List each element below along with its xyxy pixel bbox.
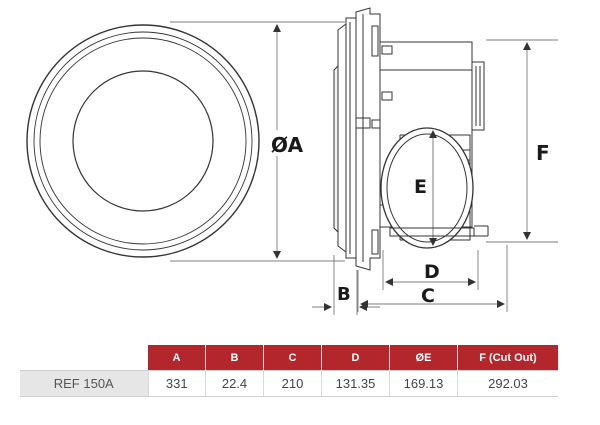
spec-row-label: REF 150A bbox=[20, 370, 149, 397]
spec-header-f: F (Cut Out) bbox=[457, 345, 558, 371]
flange bbox=[355, 7, 381, 271]
outer-rim bbox=[26, 24, 260, 258]
label-f: F bbox=[536, 141, 550, 165]
spec-value-f: 292.03 bbox=[457, 370, 558, 397]
side-view bbox=[333, 7, 489, 271]
label-dia-a: ØA bbox=[271, 133, 304, 157]
spec-header-d: D bbox=[321, 345, 390, 371]
label-e: E bbox=[414, 176, 427, 198]
table-row: REF 150A 331 22.4 210 131.35 169.13 292.… bbox=[20, 370, 558, 397]
spec-header-c: C bbox=[263, 345, 322, 371]
motor-block bbox=[471, 61, 485, 131]
dimension-d bbox=[382, 250, 479, 290]
technical-drawing: ØA bbox=[26, 7, 558, 315]
rim-ring-2 bbox=[33, 31, 253, 251]
dimension-a bbox=[170, 21, 345, 262]
spec-header-row: A B C D ØE F (Cut Out) bbox=[20, 345, 558, 371]
spec-value-e: 169.13 bbox=[389, 370, 458, 397]
spec-value-d: 131.35 bbox=[321, 370, 390, 397]
spec-header-e: ØE bbox=[389, 345, 458, 371]
dimension-f bbox=[486, 39, 558, 243]
dimension-b bbox=[312, 255, 380, 315]
front-view bbox=[26, 24, 260, 258]
spec-header-a: A bbox=[148, 345, 206, 371]
inner-grille bbox=[72, 70, 214, 212]
spec-header-blank bbox=[20, 345, 148, 371]
face-plate bbox=[333, 64, 339, 234]
spigot-inner bbox=[386, 133, 468, 243]
spec-header-b: B bbox=[205, 345, 264, 371]
spec-value-b: 22.4 bbox=[205, 370, 264, 397]
spec-table: A B C D ØE F (Cut Out) REF 150A 331 22.4… bbox=[20, 345, 558, 397]
spec-value-a: 331 bbox=[148, 370, 206, 397]
label-c: C bbox=[421, 285, 435, 307]
dimension-c bbox=[357, 245, 508, 312]
spec-value-c: 210 bbox=[263, 370, 322, 397]
label-d: D bbox=[424, 261, 440, 283]
rim-ring-3 bbox=[39, 37, 247, 245]
label-b: B bbox=[337, 284, 351, 305]
